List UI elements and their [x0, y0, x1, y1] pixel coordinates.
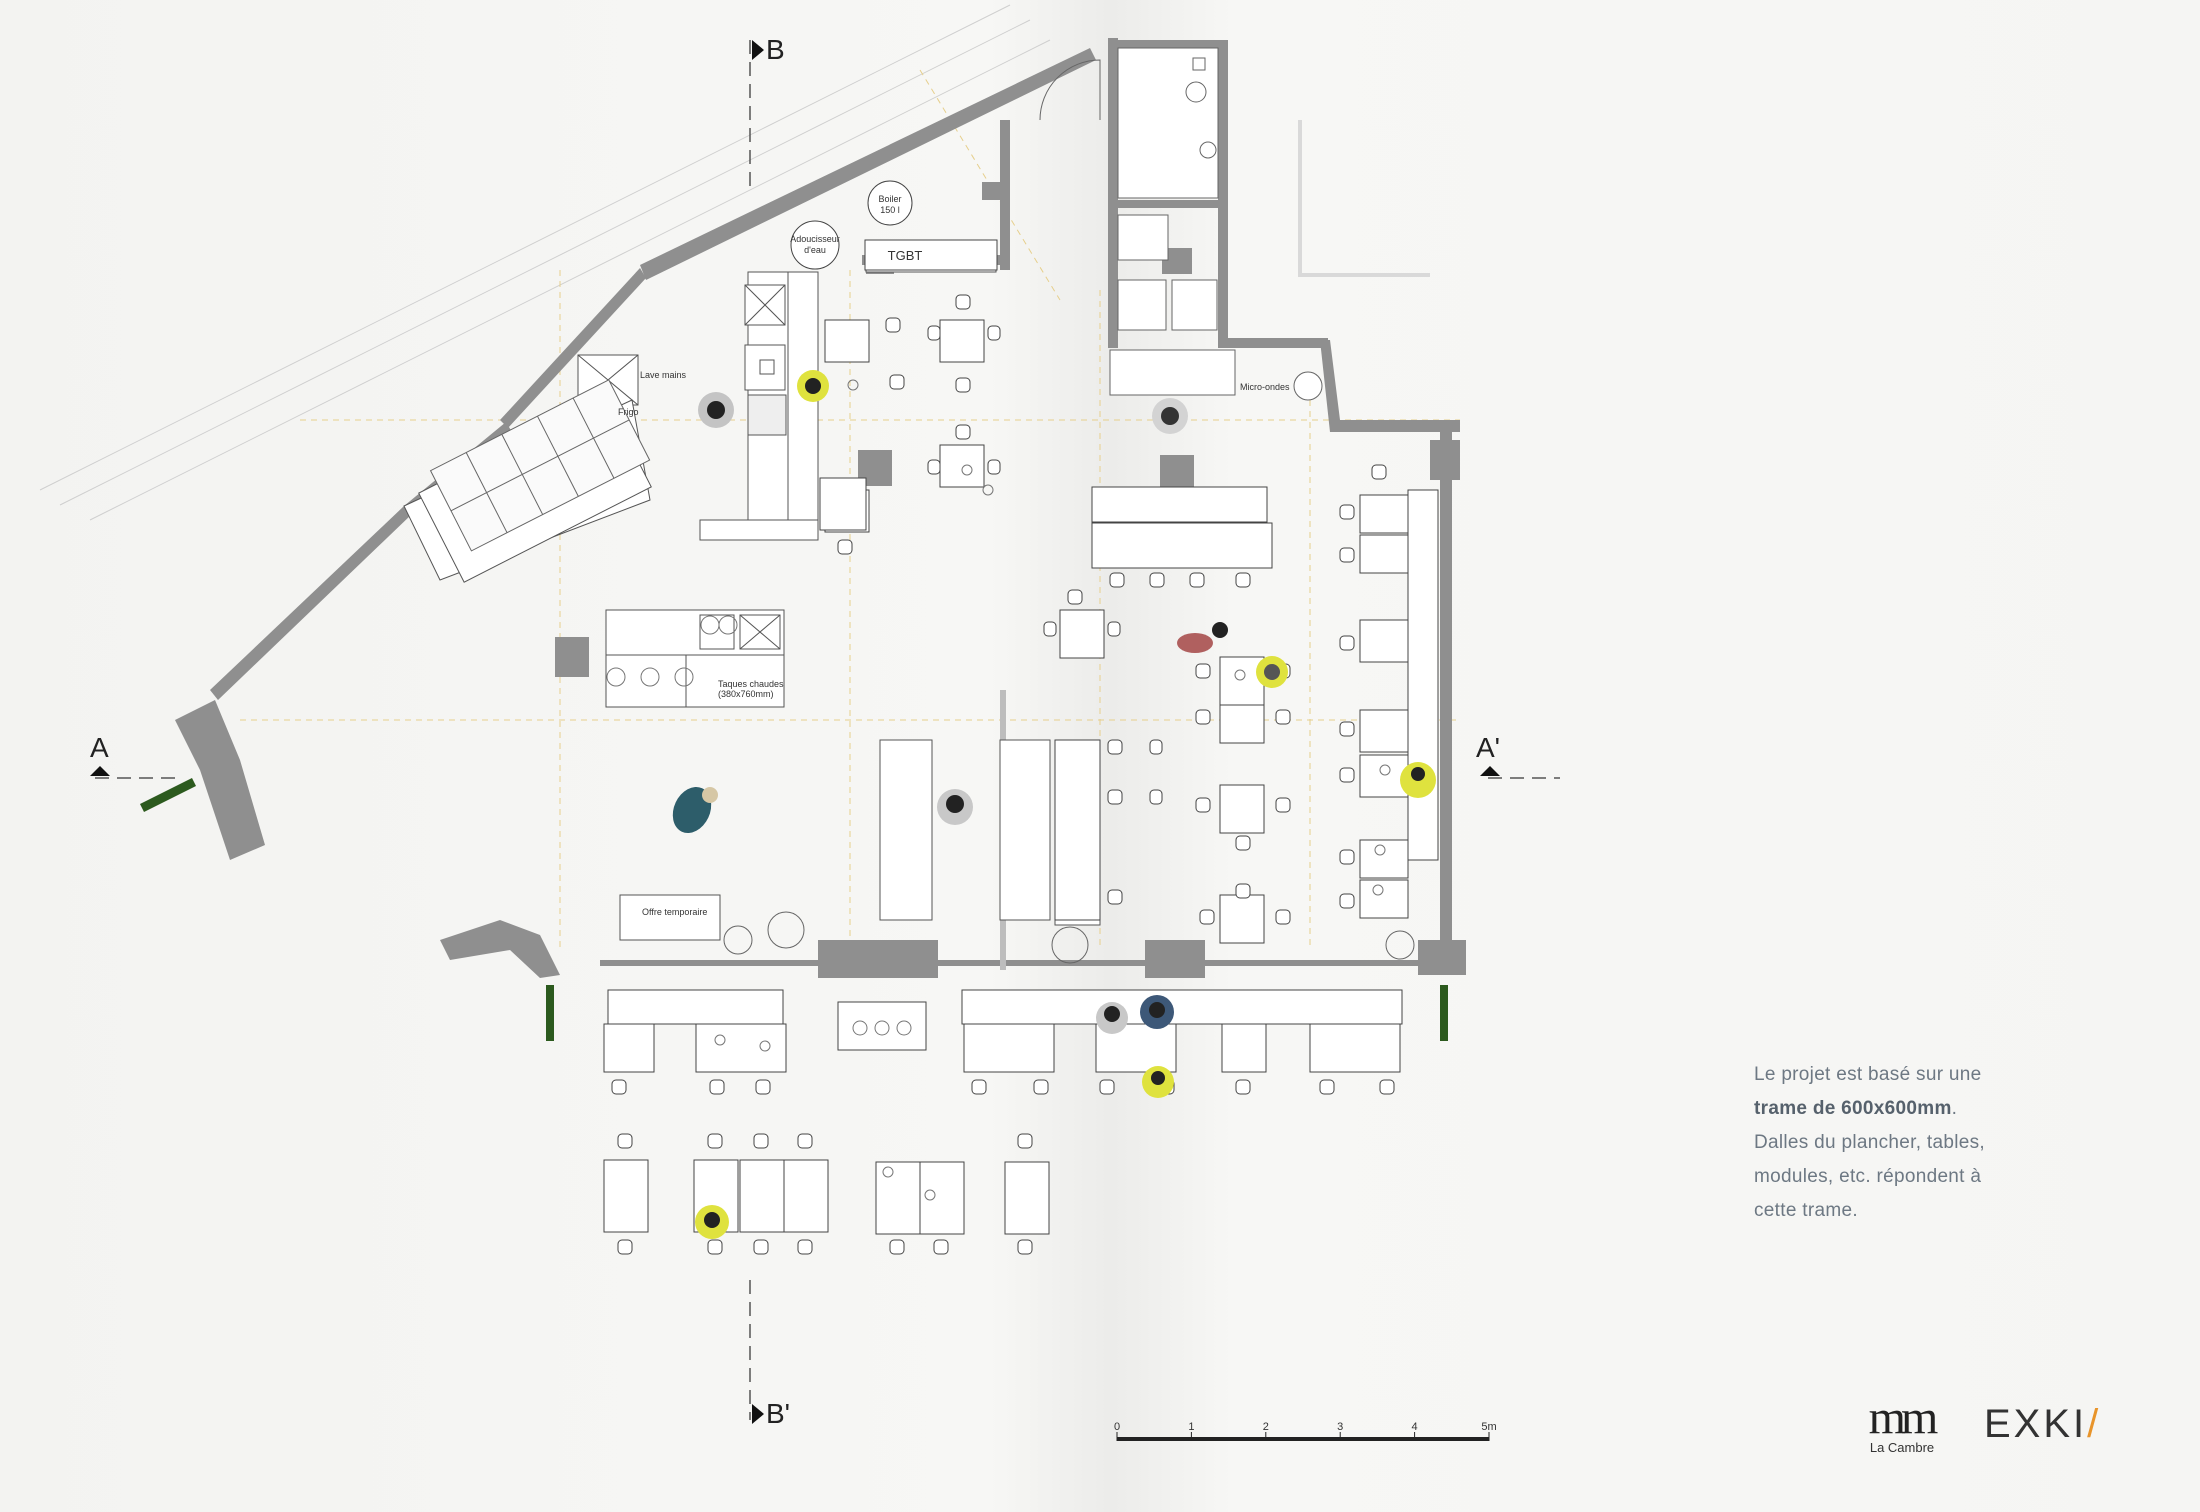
caption-line-1: Le projet est basé sur une — [1754, 1064, 1982, 1085]
exki-text: EXKI — [1984, 1402, 2088, 1446]
caption-line-4: modules, etc. répondent à — [1754, 1166, 1982, 1187]
lave-mains-label: Lave mains — [640, 370, 687, 380]
scale-tick-label: 0 — [1114, 1421, 1120, 1433]
micro-ondes-label: Micro-ondes — [1240, 382, 1290, 392]
caption-line-5: cette trame. — [1754, 1200, 1858, 1221]
caption-line-2: trame de 600x600mm. — [1754, 1092, 2074, 1126]
scale-tick-label: 4 — [1412, 1421, 1418, 1433]
la-cambre-logo: mm La Cambre — [1862, 1391, 1942, 1456]
scale-tick-label: 5m — [1481, 1421, 1496, 1433]
kitchen-fixtures — [403, 239, 1101, 941]
site-context-lines — [39, 4, 1430, 521]
la-cambre-mark: mm — [1868, 1391, 1939, 1444]
section-lines — [95, 40, 1560, 1420]
boiler-capacity-label: 150 l — [880, 205, 900, 215]
plates — [606, 379, 1391, 1201]
caption-line-3: Dalles du plancher, tables, — [1754, 1132, 1985, 1153]
exki-logo: EXKI/ — [1984, 1402, 2101, 1447]
section-marks — [140, 778, 1448, 1041]
tables — [603, 319, 1439, 1235]
project-caption: Le projet est basé sur une trame de 600x… — [1754, 1058, 2074, 1228]
chairs — [611, 294, 1395, 1255]
scale-tick-label: 3 — [1337, 1421, 1343, 1433]
section-label-b-prime: B' — [766, 1398, 791, 1429]
people — [672, 370, 1436, 1239]
caption-highlight: trame de 600x600mm — [1754, 1098, 1952, 1119]
tgbt-label: TGBT — [888, 248, 923, 263]
section-label-b: B — [766, 34, 785, 65]
offre-label: Offre temporaire — [642, 907, 707, 917]
frigo-label: Frigo — [618, 407, 639, 417]
taques-dim-label: (380x760mm) — [718, 689, 774, 699]
section-arrows — [90, 40, 1500, 1424]
refrigeration-unit — [429, 379, 651, 552]
carrot-icon: / — [2087, 1402, 2102, 1446]
wc-fixtures — [1039, 47, 1323, 401]
section-label-a: A — [90, 732, 109, 763]
scale-bar: 0 1 2 3 4 5m — [1114, 1421, 1497, 1441]
room-labels: Boiler 150 l Adoucisseur d'eau TGBT Lave… — [618, 180, 1290, 917]
scale-tick-label: 2 — [1263, 1421, 1269, 1433]
scale-tick-label: 1 — [1188, 1421, 1194, 1433]
plants — [723, 911, 1415, 964]
taques-label: Taques chaudes — [718, 679, 784, 689]
caption-line-2-end: . — [1951, 1098, 1958, 1119]
water-softener-label-2: d'eau — [804, 245, 826, 255]
boiler-label: Boiler — [878, 194, 901, 204]
water-softener-label: Adoucisseur — [790, 234, 840, 244]
la-cambre-text: La Cambre — [1869, 1440, 1935, 1455]
section-label-a-prime: A' — [1476, 732, 1501, 763]
